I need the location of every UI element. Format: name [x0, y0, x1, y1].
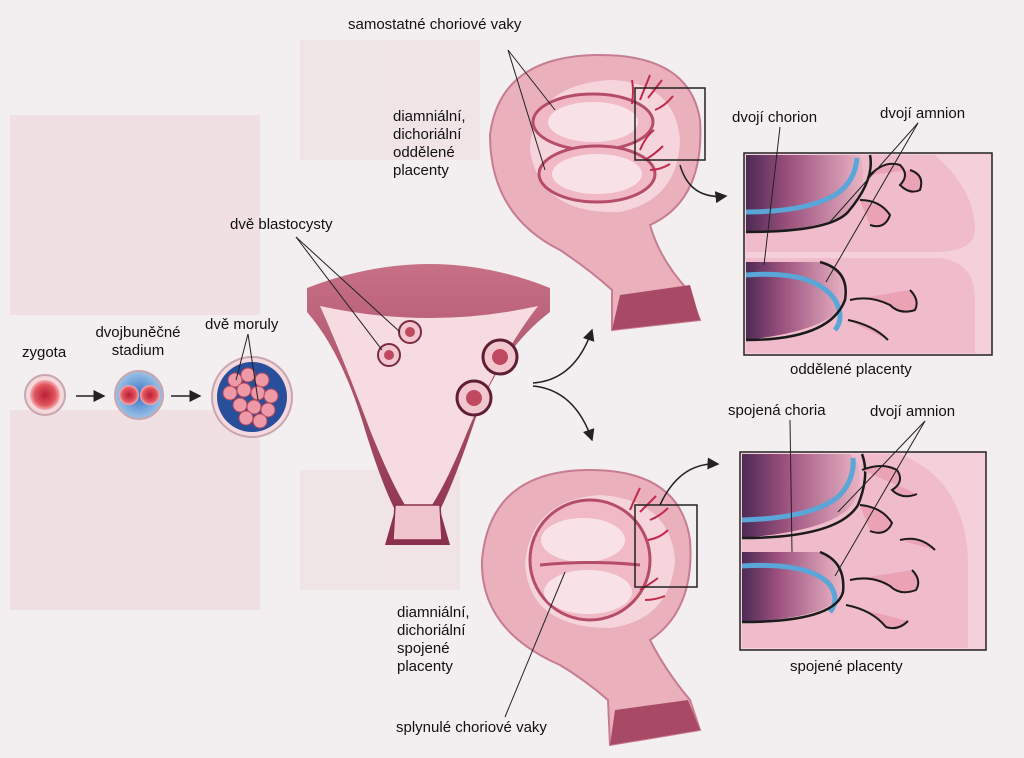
blastocysts-label-lines: [295, 236, 401, 351]
arrow-to-bottom-branch: [532, 385, 595, 442]
double-amnion-bottom-label: dvojí amnion: [870, 403, 956, 420]
separate-placentas-detail: [743, 152, 993, 356]
separate-sacs-label-lines: [507, 49, 556, 171]
two-cell-stage-label: dvojbuněčné stadium: [88, 324, 188, 360]
bottom-detail-label-lines: [789, 419, 926, 577]
bottom-type-label-line-3: spojené: [397, 640, 450, 657]
double-chorion-label: dvojí chorion: [732, 109, 818, 126]
top-detail-label-lines: [763, 122, 919, 283]
top-type-label-line-1: diamniální,: [393, 108, 466, 125]
two-morulae: [211, 356, 293, 438]
fused-placentas-label: spojené placenty: [790, 658, 903, 675]
two-cell-stage-label-line-2: stadium: [111, 342, 165, 359]
morulae-label-lines: [235, 333, 259, 401]
bottom-type-label-line-1: diamniální,: [397, 604, 470, 621]
separate-sacs-label: samostatné choriové vaky: [348, 16, 522, 33]
arrow-to-fused-placentas: [659, 457, 720, 506]
bottom-type-label: diamniální, dichoriální spojené placenty: [397, 604, 507, 676]
arrow-to-separate-placentas: [679, 164, 728, 204]
separate-placentas-label: oddělené placenty: [790, 361, 912, 378]
uterus-with-blastocysts: [307, 264, 550, 545]
top-type-label: diamniální, dichoriální oddělené placent…: [393, 108, 503, 180]
top-uterus-separate-sacs: [488, 53, 706, 332]
two-blastocysts-label: dvě blastocysty: [230, 216, 333, 233]
top-type-label-line-3: oddělené: [393, 144, 455, 161]
two-cell-stage-label-line-1: dvojbuněčné: [95, 324, 181, 341]
arrow-to-top-branch: [532, 328, 595, 384]
fused-placentas-detail: [739, 451, 987, 651]
zygote-label: zygota: [22, 344, 67, 361]
two-morulae-label: dvě moruly: [205, 316, 279, 333]
fused-chorions-label: spojená choria: [728, 402, 826, 419]
two-cell-stage: [114, 370, 164, 420]
zygote-cell: [24, 374, 66, 416]
double-amnion-top-label: dvojí amnion: [880, 105, 966, 122]
top-type-label-line-4: placenty: [393, 162, 449, 179]
fused-sacs-label-line: [504, 571, 566, 718]
fused-sacs-label: splynulé choriové vaky: [396, 719, 547, 736]
bottom-type-label-line-2: dichoriální: [397, 622, 466, 639]
bottom-type-label-line-4: placenty: [397, 658, 453, 675]
top-type-label-line-2: dichoriální: [393, 126, 462, 143]
bottom-uterus-fused-sacs: [480, 468, 702, 747]
